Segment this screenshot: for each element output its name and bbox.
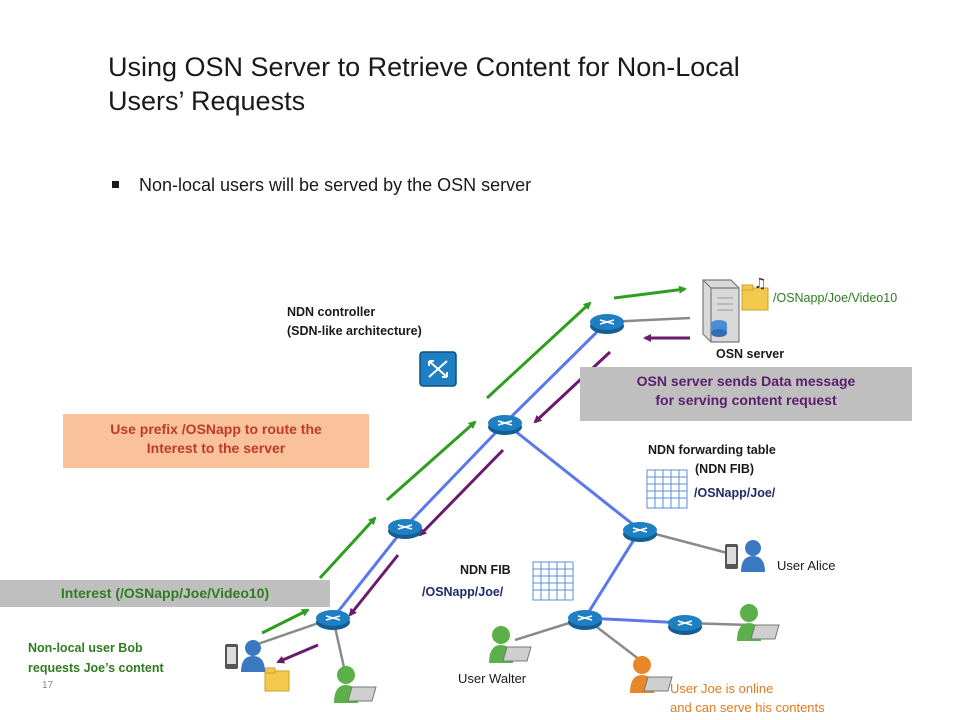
- router-icon: [590, 314, 624, 334]
- controller-icon: [419, 351, 457, 387]
- data-arrows: [276, 334, 690, 664]
- interest-arrow: [261, 608, 310, 635]
- link-r3-r4: [503, 320, 609, 425]
- interest-arrow: [485, 301, 592, 400]
- user-joe-label-line1: User Joe is online: [670, 681, 774, 696]
- interest-arrow: [386, 420, 477, 502]
- router-icon: [388, 519, 422, 539]
- user-with-laptop-icon: [334, 666, 377, 703]
- server-icon: [702, 279, 740, 343]
- bob-label-line1: Non-local user Bob: [28, 641, 143, 655]
- link-r1-r2: [331, 526, 407, 619]
- data-message-callout: OSN server sends Data message for servin…: [580, 367, 912, 421]
- fib-table-icon: [532, 561, 574, 601]
- interest-callout: Interest (/OSNapp/Joe/Video10): [0, 580, 330, 607]
- controller-label: NDN controller: [287, 305, 376, 319]
- user-with-laptop-icon: [489, 626, 532, 663]
- fib-table-sublabel: (NDN FIB): [695, 462, 755, 476]
- folder-icon: [264, 667, 290, 692]
- link-r3-r5: [504, 421, 641, 532]
- prefix-routing-callout: Use prefix /OSNapp to route the Interest…: [63, 414, 369, 468]
- fib-table-label: NDN forwarding table: [648, 443, 776, 457]
- user-walter-label: User Walter: [458, 671, 527, 686]
- bob-label-line2: requests Joe’s content: [28, 661, 164, 675]
- interest-arrows: [261, 285, 687, 635]
- page-number: 17: [42, 680, 54, 691]
- user-with-phone-icon: [725, 540, 765, 572]
- svg-text:♫: ♫: [754, 276, 767, 292]
- router-icon: [623, 522, 657, 542]
- link-r2-r3: [403, 421, 507, 529]
- user-with-laptop-icon: [737, 604, 780, 641]
- slide-title: Using OSN Server to Retrieve Content for…: [108, 52, 740, 116]
- bullet-square-icon: [112, 180, 119, 188]
- router-icon: [568, 610, 602, 630]
- data-callout-line2: for serving content request: [655, 392, 837, 408]
- data-arrow: [533, 350, 612, 424]
- router-icon: [488, 415, 522, 435]
- fib-entry-lower: /OSNapp/Joe/: [422, 585, 504, 599]
- router-icon: [316, 610, 350, 630]
- folder-icon: ♫: [741, 276, 769, 311]
- user-joe-label-line2: and can serve his contents: [670, 700, 825, 715]
- bullet-text: Non-local users will be served by the OS…: [139, 175, 532, 195]
- content-name-label: /OSNapp/Joe/Video10: [773, 291, 898, 305]
- user-with-laptop-icon: [630, 656, 673, 693]
- fib-table-icon: [646, 469, 688, 509]
- data-callout-line1: OSN server sends Data message: [636, 373, 856, 389]
- interest-arrow: [613, 285, 687, 300]
- fib-entry-upper: /OSNapp/Joe/: [694, 486, 776, 500]
- interest-arrow: [318, 516, 377, 580]
- fib-short-label: NDN FIB: [460, 563, 511, 577]
- user-with-phone-icon: [225, 640, 265, 672]
- user-alice-label: User Alice: [777, 558, 836, 573]
- interest-callout-text: Interest (/OSNapp/Joe/Video10): [60, 585, 270, 601]
- bullet-point: Non-local users will be served by the OS…: [112, 175, 531, 196]
- prefix-callout-line1: Use prefix /OSNapp to route the: [110, 421, 322, 437]
- controller-sublabel: (SDN-like architecture): [287, 324, 422, 338]
- prefix-callout-line2: Interest to the server: [146, 440, 286, 456]
- data-arrow: [418, 448, 505, 537]
- osn-server-label: OSN server: [716, 347, 785, 361]
- data-arrow: [276, 643, 319, 664]
- link-r5-r6: [583, 529, 642, 619]
- data-arrow: [348, 554, 400, 617]
- router-icon: [668, 615, 702, 635]
